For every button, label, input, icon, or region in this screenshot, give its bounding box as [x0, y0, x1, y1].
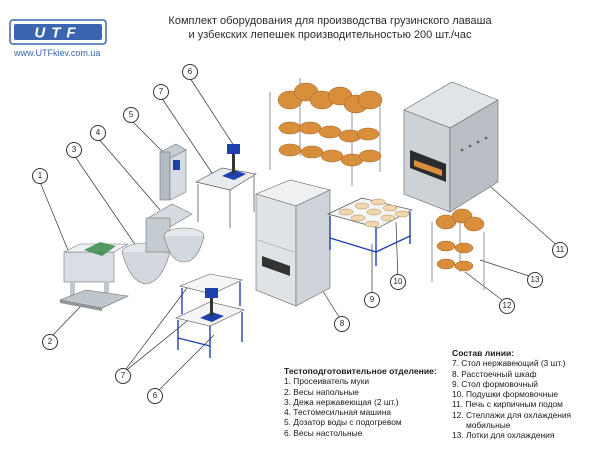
- legend-line: Состав линии: 7. Стол нержавеющий (3 шт.…: [452, 348, 571, 441]
- table-scale-top: [222, 144, 246, 180]
- callout-13: 13: [527, 272, 543, 288]
- logo-mark: [9, 19, 107, 45]
- legend-dough-prep-heading: Тестоподготовительное отделение:: [284, 366, 437, 376]
- legend-item: 4. Тестомесильная машина: [284, 407, 391, 418]
- logo-text: UTF: [34, 25, 81, 42]
- legend-item: 11. Печь с кирпичным подом: [452, 399, 563, 410]
- legend-item: мобильные: [452, 420, 511, 431]
- proofing-cabinet: [255, 179, 331, 307]
- callout-1: 1: [32, 168, 48, 184]
- legend-item: 5. Дозатор воды с подогревом: [284, 417, 402, 428]
- callout-3: 3: [66, 142, 82, 158]
- title-line-2: и узбекских лепешек производительностью …: [188, 29, 472, 41]
- legend-item: 13. Лотки для охлаждения: [452, 430, 555, 441]
- forming-pillows: [338, 198, 410, 228]
- floor-scale: [58, 289, 130, 311]
- legend-item: 3. Дежа нержавеющая (2 шт.): [284, 396, 399, 407]
- water-dispenser: [159, 143, 187, 201]
- legend-item: 12. Стеллажи для охлаждения: [452, 409, 572, 420]
- callout-11: 11: [552, 242, 568, 258]
- leader-lines: [39, 77, 561, 395]
- callout-4: 4: [90, 125, 106, 141]
- legend-item: 6. Весы настольные: [284, 427, 363, 438]
- callout-7: 7: [153, 84, 169, 100]
- table-scale-lower: [200, 288, 224, 322]
- cooling-rack-small: [431, 208, 485, 290]
- utf-logo: UTF: [8, 16, 108, 53]
- legend-item: 7. Стол нержавеющий (3 шт.): [452, 358, 566, 369]
- callout-8: 8: [334, 316, 350, 332]
- legend-item: 2. Весы напольные: [284, 386, 359, 397]
- legend-item: 9. Стол формовочный: [452, 378, 538, 389]
- callout-12: 12: [499, 298, 515, 314]
- page-title: Комплект оборудования для производства г…: [160, 14, 500, 42]
- callout-7-lower: 7: [115, 368, 131, 384]
- title-line-1: Комплект оборудования для производства г…: [168, 15, 492, 27]
- callout-10: 10: [390, 274, 406, 290]
- dough-mixer: [145, 203, 205, 263]
- legend-line-heading: Состав линии:: [452, 348, 515, 358]
- flour-sifter: [63, 242, 130, 304]
- callout-9: 9: [364, 292, 380, 308]
- legend-item: 10. Подушки формовочные: [452, 389, 559, 400]
- callout-6: 6: [182, 64, 198, 80]
- brick-oven: [403, 81, 499, 213]
- logo-url[interactable]: www.UTFkiev.com.ua: [14, 48, 101, 58]
- legend-item: 8. Расстоечный шкаф: [452, 368, 537, 379]
- callout-2: 2: [42, 334, 58, 350]
- callout-6-lower: 6: [147, 388, 163, 404]
- forming-table: [327, 197, 413, 266]
- cooling-rack-large: [269, 78, 383, 186]
- legend-dough-prep: Тестоподготовительное отделение: 1. Прос…: [284, 366, 437, 438]
- legend-item: 1. Просеиватель муки: [284, 376, 370, 387]
- callout-5: 5: [123, 107, 139, 123]
